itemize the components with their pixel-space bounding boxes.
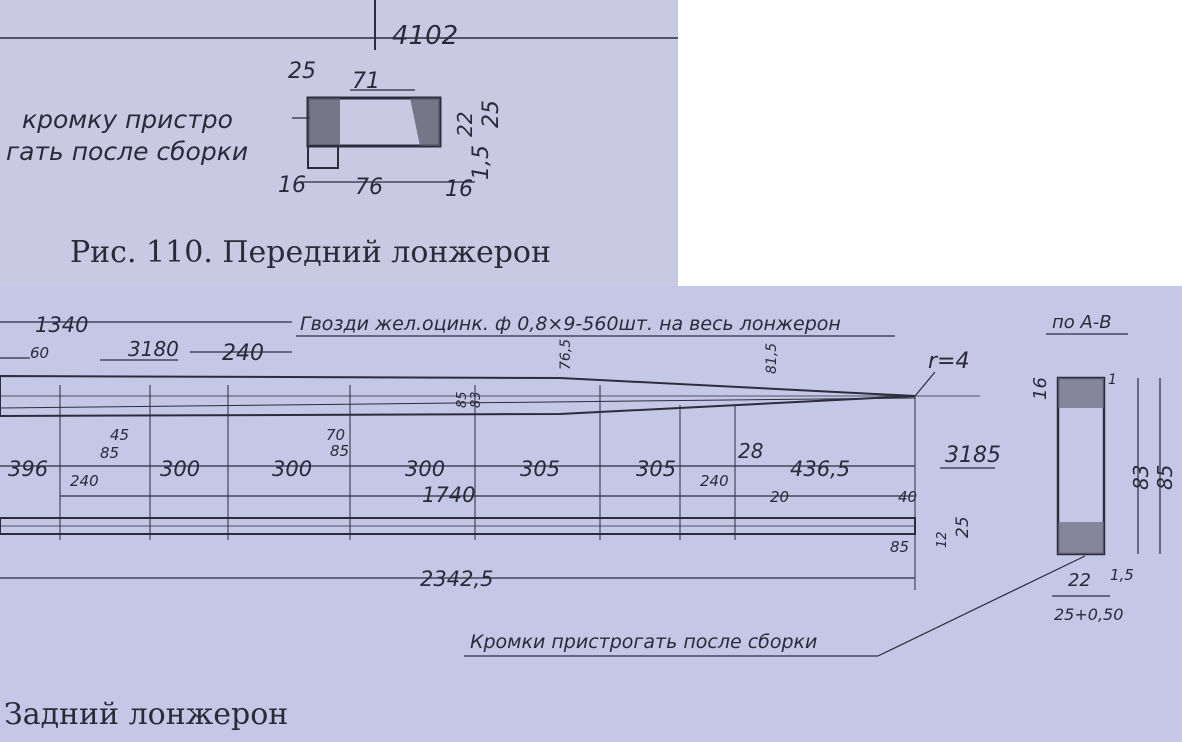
dim-76-5: 76,5 (558, 339, 574, 370)
dim-85d: 85 (890, 538, 909, 556)
dim-12: 12 (935, 531, 950, 548)
edges-note: Кромки пристрогать после сборки (470, 631, 817, 653)
dim-16b: 16 (445, 177, 473, 202)
section-bottom-flange (1058, 522, 1104, 554)
dim-83a: 83 (469, 391, 484, 408)
dim-1-5b: 1,5 (1110, 566, 1134, 584)
dim-25d: 25+0,50 (1054, 605, 1123, 624)
dim-20: 20 (770, 488, 789, 506)
dim-40: 40 (898, 488, 917, 506)
dim-81-5: 81,5 (764, 343, 780, 374)
dim-83b: 83 (1129, 465, 1153, 490)
dim-60: 60 (30, 344, 49, 362)
spar-elevation (0, 374, 916, 418)
dim-22: 22 (1068, 570, 1091, 591)
dim-25c: 25 (953, 516, 973, 538)
nails-note: Гвозди жел.оцинк. ф 0,8×9-560шт. на весь… (300, 313, 841, 335)
dim-16: 16 (1030, 377, 1051, 400)
dim-25b: 25 (479, 100, 504, 128)
dim-240a: 240 (222, 341, 264, 366)
leader-r4 (914, 371, 936, 397)
edge-strip (307, 145, 339, 169)
dim-300c: 300 (405, 457, 445, 481)
rear-spar-figure: 1340 Гвозди жел.оцинк. ф 0,8×9-560шт. на… (0, 312, 1177, 732)
dim-16a: 16 (278, 173, 306, 198)
dim-25: 25 (288, 59, 316, 84)
dim-396: 396 (8, 457, 48, 481)
dim-1-5: 1,5 (469, 145, 494, 180)
dim-305a: 305 (520, 457, 560, 481)
dim-85c: 85 (330, 442, 349, 460)
dim-1740: 1740 (422, 483, 475, 507)
dim-300a: 300 (160, 457, 200, 481)
dim-76: 76 (355, 175, 383, 200)
dim-305b: 305 (636, 457, 676, 481)
dim-22: 22 (453, 112, 477, 137)
right-flange-hatch (410, 98, 440, 146)
dim-3185: 3185 (945, 443, 1001, 468)
dim-28: 28 (738, 439, 763, 463)
bottom-figure-panel (0, 286, 1182, 742)
dim-3180: 3180 (128, 337, 179, 361)
dim-85e: 85 (1153, 465, 1177, 490)
dim-70: 70 (326, 426, 345, 444)
dim-300b: 300 (272, 457, 312, 481)
section-top-flange (1058, 378, 1104, 408)
dim-71: 71 (352, 69, 380, 94)
dim-2342-5: 2342,5 (420, 567, 493, 591)
left-flange-hatch (308, 98, 340, 146)
dim-1340: 1340 (35, 313, 88, 337)
dim-4102: 4102 (392, 21, 458, 51)
figure-caption-110: Рис. 110. Передний лонжерон (70, 235, 551, 270)
note-line1: кромку пристро (22, 105, 233, 134)
edges-leader (877, 555, 1086, 657)
dim-1: 1 (1108, 372, 1117, 388)
front-spar-figure: 4102 25 71 22 25 1,5 16 76 16 кромку при… (0, 0, 678, 270)
section-label: по А-В (1052, 312, 1112, 333)
figure-caption-rear: Задний лонжерон (4, 697, 288, 732)
dim-240c: 240 (700, 472, 729, 490)
dim-85b: 85 (100, 444, 119, 462)
spar-inner-line (0, 397, 916, 409)
dim-45: 45 (110, 426, 129, 444)
dim-85a: 85 (455, 391, 470, 408)
dim-r4: r=4 (928, 349, 969, 374)
note-line2: гать после сборки (6, 137, 248, 166)
dim-436-5: 436,5 (790, 457, 850, 481)
dim-240b: 240 (70, 472, 99, 490)
